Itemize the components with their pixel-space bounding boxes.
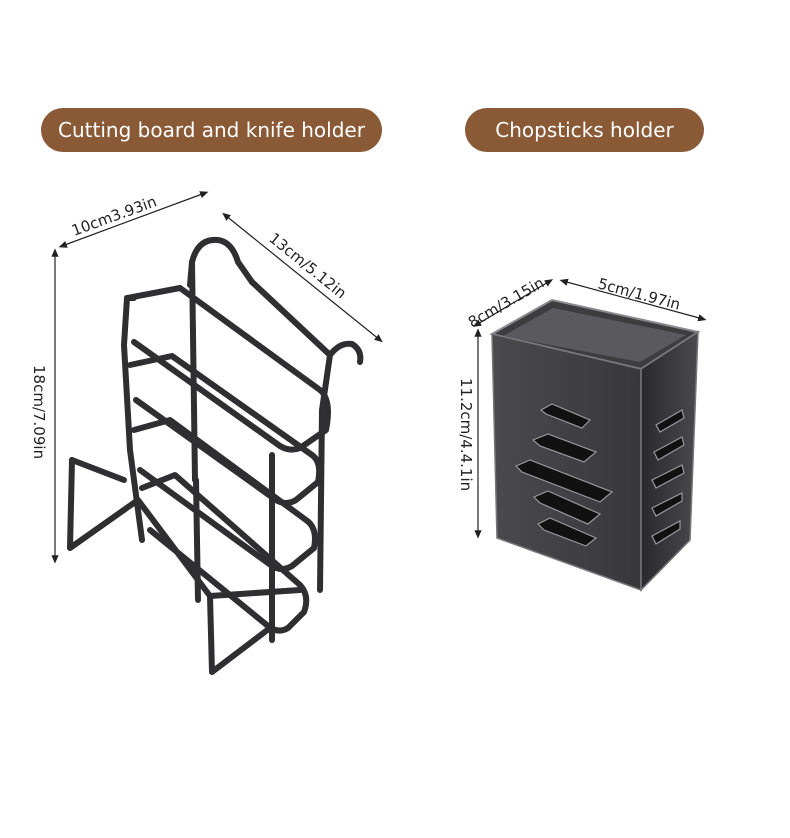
chopsticks-holder-box (489, 298, 701, 592)
cutting-board-rack (67, 236, 364, 675)
cutting-board-holder-label: Cutting board and knife holder (41, 108, 382, 152)
holder-width-text: 5cm/1.97in (596, 274, 682, 313)
rack-height-dimension: 18cm/7.09in (30, 248, 59, 564)
rack-width-dimension: 10cm3.93in (58, 191, 209, 248)
rack-width-text: 10cm3.93in (69, 192, 159, 239)
rack-depth-text: 13cm/5.12in (265, 229, 349, 302)
holder-height-dimension: 11.2cm/4.4.1in (457, 328, 482, 539)
rack-height-text: 18cm/7.09in (30, 365, 48, 459)
chopsticks-holder-label: Chopsticks holder (465, 108, 704, 152)
holder-height-text: 11.2cm/4.4.1in (457, 378, 475, 491)
